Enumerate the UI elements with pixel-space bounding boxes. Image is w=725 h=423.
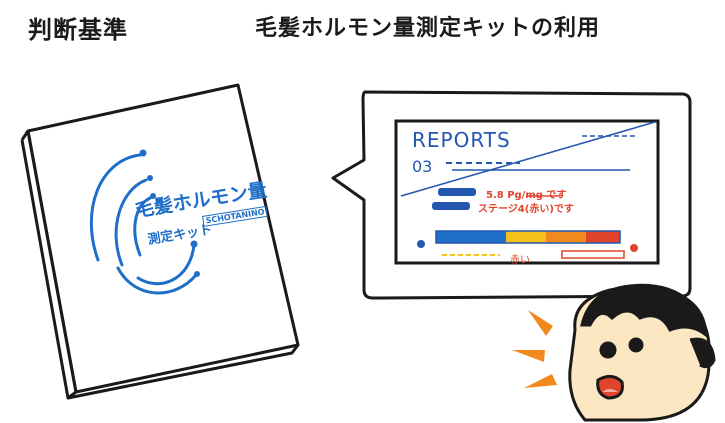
report-screen bbox=[394, 119, 660, 265]
report-value-line: 5.8 Pg/mg です bbox=[486, 190, 567, 201]
report-number: 03 bbox=[412, 157, 433, 176]
report-stage-line: ステージ4(赤い)です bbox=[478, 204, 574, 215]
emphasis-marks bbox=[512, 310, 557, 388]
page-title-center: 毛髪ホルモン量測定キットの利用 bbox=[255, 16, 601, 41]
kit-box bbox=[20, 83, 300, 400]
page-title-left: 判断基準 bbox=[28, 16, 128, 44]
report-scale-label: 赤い bbox=[510, 255, 530, 266]
kit-logo-arcs bbox=[89, 153, 198, 295]
report-title: REPORTS bbox=[412, 128, 511, 152]
kit-logo-dots bbox=[139, 149, 200, 277]
character-face bbox=[568, 283, 716, 422]
